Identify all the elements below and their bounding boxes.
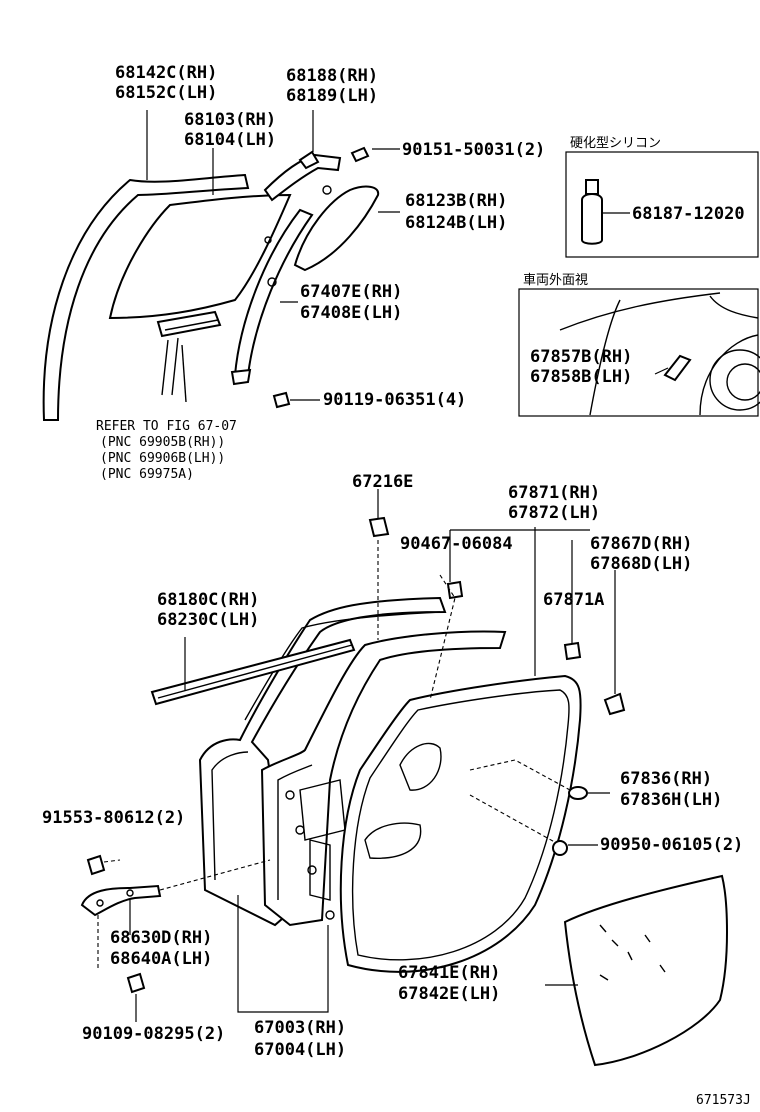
refer-text-3: (PNC 69906B(LH)) [100, 451, 225, 466]
figure-code: 671573J [696, 1093, 751, 1108]
quarter-channel-part [263, 153, 342, 202]
screw-90151 [350, 146, 370, 163]
door-glass-part [108, 193, 292, 320]
label-67836h: 67836H(LH) [620, 790, 722, 810]
label-67003: 67003(RH) [254, 1018, 346, 1038]
door-window-opening [244, 611, 441, 721]
door-inner-trim-panel [309, 839, 331, 901]
label-68189: 68189(LH) [286, 86, 378, 106]
label-68630d: 68630D(RH) [110, 928, 212, 948]
label-91553: 91553-80612(2) [42, 808, 185, 828]
label-67842e: 67842E(LH) [398, 984, 500, 1004]
label-90467: 90467-06084 [400, 534, 513, 554]
label-67841e: 67841E(RH) [398, 963, 500, 983]
label-68152c: 68152C(LH) [115, 83, 217, 103]
door-weatherstrip-part [339, 674, 582, 973]
label-68103: 68103(RH) [184, 110, 276, 130]
label-90151: 90151-50031(2) [402, 140, 545, 160]
label-68123b: 68123B(RH) [405, 191, 507, 211]
door-check-part [80, 884, 162, 917]
clip-67216e [368, 516, 390, 538]
service-cover-part [563, 874, 728, 1067]
clip-90467 [446, 580, 464, 600]
door-inner-frame [260, 630, 507, 927]
bolt-90109 [126, 972, 146, 994]
label-67004: 67004(LH) [254, 1040, 346, 1060]
label-67872: 67872(LH) [508, 503, 600, 523]
refer-text-1: REFER TO FIG 67-07 [96, 419, 237, 434]
label-67868d: 67868D(LH) [590, 554, 692, 574]
label-90109: 90109-08295(2) [82, 1024, 225, 1044]
door-service-hole-2 [364, 822, 422, 859]
quarter-glass-part [293, 185, 380, 272]
refer-text-2: (PNC 69905B(RH)) [100, 435, 225, 450]
bolt-91553 [86, 854, 106, 876]
label-67407e: 67407E(RH) [300, 282, 402, 302]
label-67871: 67871(RH) [508, 483, 600, 503]
label-68142c: 68142C(RH) [115, 63, 217, 83]
clip-67871a [563, 641, 582, 661]
door-panel-part [198, 596, 447, 927]
door-service-hole [399, 742, 442, 791]
screw-90119 [272, 391, 291, 409]
label-67867d: 67867D(RH) [590, 534, 692, 554]
silicone-bottle-icon [581, 193, 603, 245]
label-68124b: 68124B(LH) [405, 213, 507, 233]
label-68187: 68187-12020 [632, 204, 745, 224]
exterior-view-box [518, 288, 759, 417]
glass-channel-part [156, 310, 222, 338]
division-bar-part [233, 208, 314, 376]
exterior-moulding-part [663, 354, 692, 382]
label-67408e: 67408E(LH) [300, 303, 402, 323]
silicone-title: 硬化型シリコン [570, 136, 661, 151]
refer-text-4: (PNC 69975A) [100, 467, 194, 482]
part-labels: 68142C(RH) 68152C(LH) 68188(RH) 68189(LH… [42, 63, 751, 1108]
label-90950: 90950-06105(2) [600, 835, 743, 855]
label-67216e: 67216E [352, 472, 413, 492]
clip-67867d [603, 692, 626, 716]
label-90119: 90119-06351(4) [323, 390, 466, 410]
exterior-view-title: 車両外面視 [523, 273, 588, 288]
quarter-channel-clip [298, 150, 320, 170]
label-67836: 67836(RH) [620, 769, 712, 789]
label-67871a: 67871A [543, 590, 604, 610]
hole-plug-67836 [568, 786, 588, 800]
label-68230c: 68230C(LH) [157, 610, 259, 630]
label-68180c: 68180C(RH) [157, 590, 259, 610]
label-68104: 68104(LH) [184, 130, 276, 150]
run-channel-part [42, 173, 250, 421]
label-67857b: 67857B(RH) [530, 347, 632, 367]
label-68640a: 68640A(LH) [110, 949, 212, 969]
hole-plug-90950 [552, 840, 568, 856]
label-67858b: 67858B(LH) [530, 367, 632, 387]
label-68188: 68188(RH) [286, 66, 378, 86]
division-bar-bottom [230, 368, 252, 386]
